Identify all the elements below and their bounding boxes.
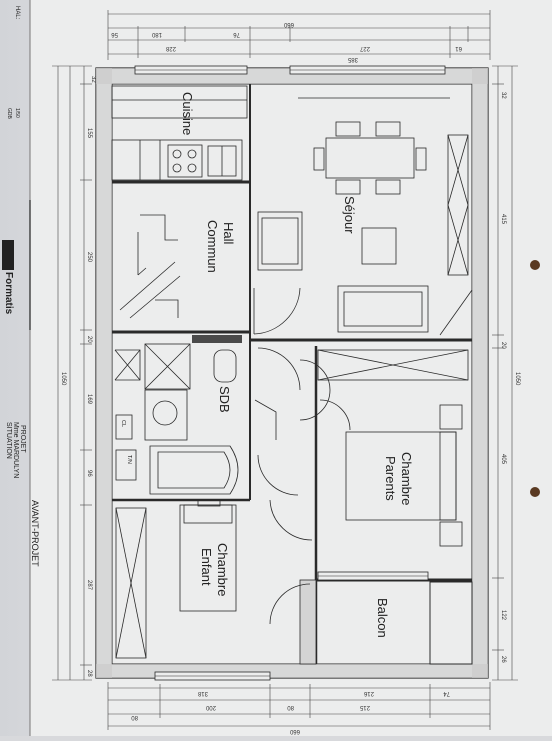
brand-text: Formatis [3, 272, 14, 315]
room-label-chambre-enfant-1: Chambre [215, 543, 230, 596]
brand-logo: Formatis [2, 240, 14, 315]
dim-top-3: 76 [233, 31, 240, 37]
bedroom-furniture [115, 349, 469, 659]
dim-top-1: 56 [111, 31, 118, 37]
dim-left-total: 1050 [60, 372, 66, 386]
hall-fixtures [119, 214, 181, 319]
dim-left-4: 20 [86, 336, 92, 343]
stage-label: AVANT-PROJET [30, 500, 40, 567]
dim-right-1: 32 [500, 92, 506, 99]
room-label-sejour: Séjour [342, 196, 357, 234]
room-label-hall-1: Hall [221, 222, 236, 245]
sejour-furniture [253, 97, 473, 336]
walls [95, 65, 489, 681]
dim-left-7: 287 [86, 580, 92, 591]
dim-bottom-7: 74 [443, 690, 450, 696]
dim-bottom-1: 318 [197, 690, 208, 696]
dim-left-3: 250 [86, 252, 92, 263]
room-label-hall-2: Commun [205, 220, 220, 273]
header-fragment: HAL: [14, 6, 20, 20]
dim-bottom-5: 80 [287, 704, 294, 710]
room-label-cuisine: Cuisine [180, 92, 195, 135]
situation-label: SITUATION [5, 422, 12, 459]
dim-right-4: 405 [500, 454, 506, 465]
top-dimension-lines [107, 10, 491, 60]
dim-left-1: 32 [90, 76, 96, 83]
bathroom-fixtures [114, 343, 351, 496]
fixture-label-tn: T/N [126, 455, 132, 464]
room-label-sdb: SDB [217, 386, 232, 413]
scale-fragment-1: 1/50 [14, 108, 20, 118]
side-dimension-lines [52, 65, 518, 681]
projet-label: PROJET [19, 425, 26, 453]
dim-right-2: 415 [500, 214, 506, 225]
dim-top-7: 660 [283, 21, 294, 27]
dim-bottom-6: 215 [359, 704, 370, 710]
binder-hole [530, 487, 540, 497]
kitchen-fixtures [111, 85, 248, 181]
dim-bottom-8: 660 [289, 728, 300, 734]
room-label-chambre-parents-2: Parents [383, 456, 398, 501]
room-label-chambre-parents-1: Chambre [399, 452, 414, 505]
fixture-label-cl: CL [120, 420, 126, 427]
dim-right-3: 20 [500, 342, 506, 349]
paper [30, 0, 552, 736]
dim-top-6: 228 [165, 45, 176, 51]
client-label: Mme MARDULYN [12, 422, 19, 478]
dim-top-5: 61 [455, 45, 462, 51]
room-label-balcon: Balcon [375, 598, 390, 638]
scale-fragment-2: GDB [6, 108, 12, 120]
dim-bottom-2: 216 [363, 690, 374, 696]
room-label-chambre-enfant-2: Enfant [199, 548, 214, 586]
dim-left-2: 155 [86, 128, 92, 139]
bottom-dimension-lines [107, 682, 491, 730]
dim-top-2: 180 [151, 31, 162, 37]
dim-bottom-3: 80 [131, 714, 138, 720]
dim-left-5: 169 [86, 394, 92, 405]
dim-top-4: 227 [359, 45, 370, 51]
dim-left-6: 96 [86, 470, 92, 477]
dimension-labels: 56 180 76 227 61 228 660 385 32 155 250 … [60, 21, 520, 734]
dim-bottom-4: 200 [205, 704, 216, 710]
dim-right-total: 1050 [514, 372, 520, 386]
dim-left-8: 28 [86, 670, 92, 677]
dim-right-5: 122 [500, 610, 506, 621]
dim-top-8: 385 [347, 56, 358, 62]
binder-hole [530, 260, 540, 270]
dim-right-6: 26 [500, 656, 506, 663]
